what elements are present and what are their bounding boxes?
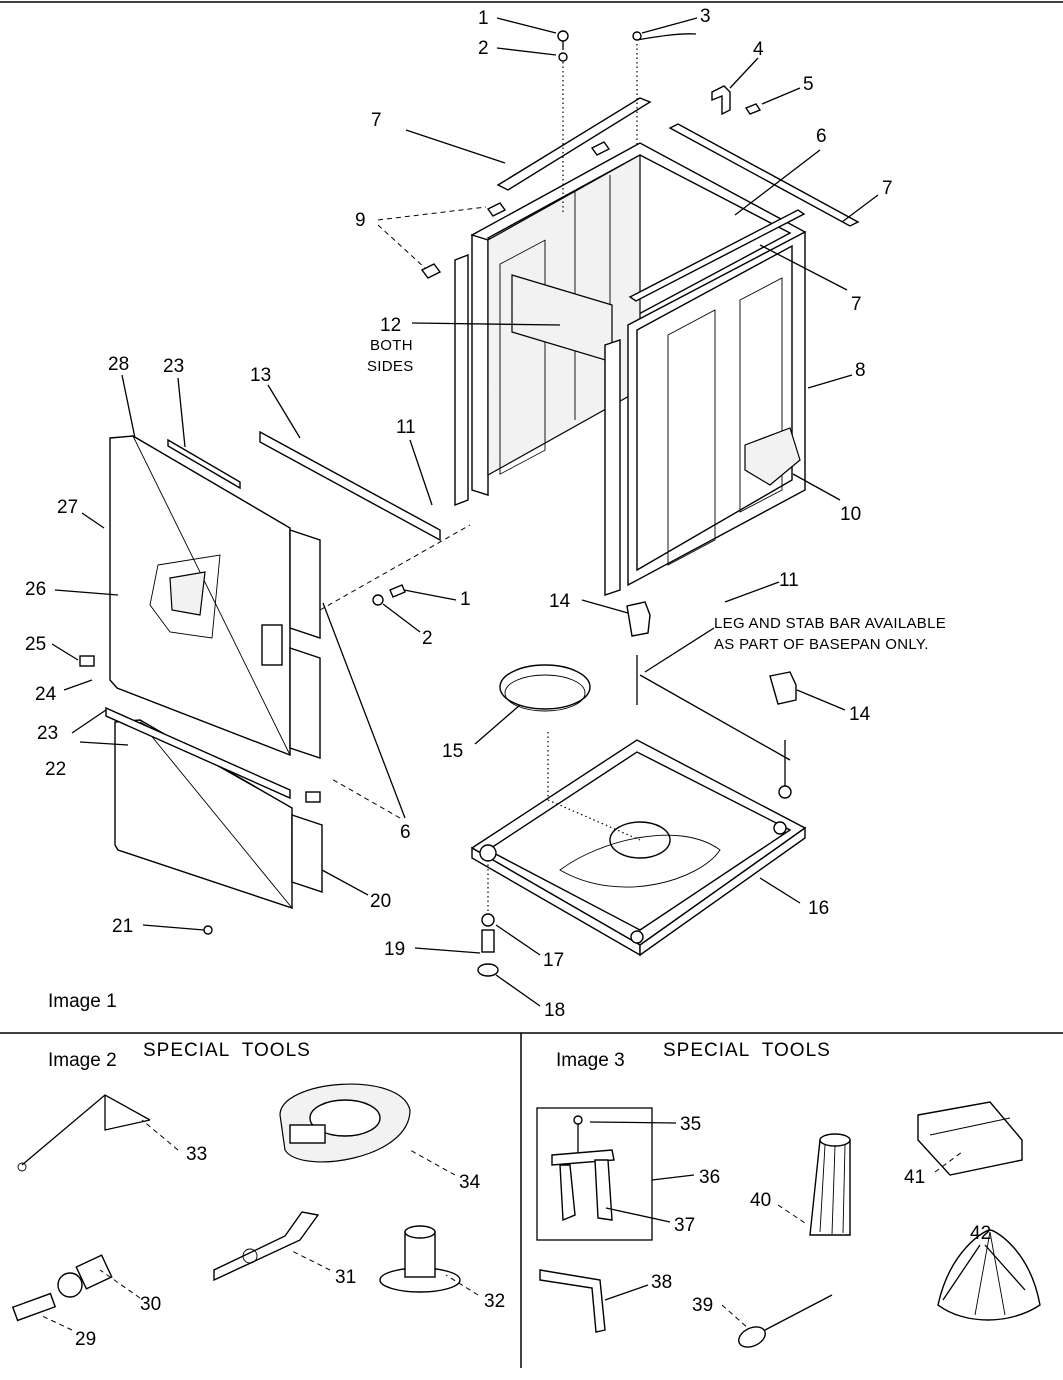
panel-captions: Image 1 Image 2 SPECIAL TOOLS Image 3 SP… (48, 991, 831, 1071)
callout-39: 39 (692, 1295, 713, 1316)
callout-1: 1 (478, 8, 489, 29)
callout-14: 14 (849, 704, 871, 725)
cabinet-frame (470, 142, 807, 587)
callout-3: 3 (700, 6, 711, 27)
tool-34-spanner-ring (279, 1083, 411, 1163)
note-basepan-line1: LEG AND STAB BAR AVAILABLE (714, 615, 946, 632)
tub-ring-15 (499, 664, 591, 712)
callout-13: 13 (250, 365, 271, 386)
callout-22: 22 (45, 759, 66, 780)
leveling-leg-hardware (477, 860, 499, 977)
callout-17: 17 (543, 950, 564, 971)
door-strike-and-clips (79, 524, 471, 935)
callout-7: 7 (371, 110, 382, 131)
toe-panel-22 (105, 438, 323, 910)
tool-39-screwdriver (738, 1294, 833, 1348)
callout-25: 25 (25, 634, 46, 655)
callout-19: 19 (384, 939, 405, 960)
callout-38: 38 (651, 1272, 672, 1293)
tool-38-bracket (539, 1269, 606, 1333)
callout-41: 41 (904, 1167, 925, 1188)
tool-29-30-adapter (11, 1254, 113, 1322)
callout-1: 1 (460, 589, 471, 610)
callout-26: 26 (25, 579, 46, 600)
front-vertical-channels (454, 253, 621, 596)
callout-23: 23 (163, 356, 184, 377)
tool-36-puller-box (536, 1107, 653, 1241)
callout-23: 23 (37, 723, 58, 744)
leg-and-stab-bar (626, 601, 797, 799)
callout-36: 36 (699, 1167, 720, 1188)
tool-40-filter (809, 1133, 851, 1236)
note-both-sides-line2: SIDES (367, 358, 414, 375)
note-both-sides-line1: BOTH (370, 337, 413, 354)
callout-31: 31 (335, 1267, 356, 1288)
callout-29: 29 (75, 1329, 96, 1350)
callout-11: 11 (396, 417, 416, 438)
callout-9: 9 (355, 210, 366, 231)
callout-2: 2 (422, 628, 433, 649)
callout-8: 8 (855, 360, 866, 381)
callout-37: 37 (674, 1215, 695, 1236)
image-1-caption: Image 1 (48, 991, 117, 1012)
callout-33: 33 (186, 1144, 207, 1165)
tool-32-hub (379, 1225, 461, 1293)
callout-21: 21 (112, 916, 133, 937)
callout-12: 12 (380, 315, 401, 336)
callout-5: 5 (803, 74, 814, 95)
callout-10: 10 (840, 504, 861, 525)
image-3-title: SPECIAL TOOLS (663, 1040, 831, 1061)
tool-31-wrench (213, 1211, 320, 1282)
callout-42: 42 (970, 1223, 991, 1244)
leader-lines (39, 17, 1026, 1331)
callout-24: 24 (35, 684, 57, 705)
callout-4: 4 (753, 39, 764, 60)
callout-numbers: 1 2 3 4 5 6 7 7 7 8 9 10 11 11 12 13 14 … (25, 6, 991, 1350)
callout-16: 16 (808, 898, 829, 919)
note-basepan-line2: AS PART OF BASEPAN ONLY. (714, 636, 929, 653)
callout-35: 35 (680, 1114, 701, 1135)
image-3-caption: Image 3 (556, 1050, 625, 1071)
callout-20: 20 (370, 891, 391, 912)
callout-2: 2 (478, 38, 489, 59)
basepan-16 (470, 732, 807, 957)
fasteners-top (557, 30, 762, 215)
front-panel-27 (109, 430, 441, 759)
tool-41-gauge (917, 1101, 1023, 1176)
callout-32: 32 (484, 1291, 505, 1312)
callout-18: 18 (544, 1000, 565, 1021)
callout-27: 27 (57, 497, 78, 518)
callout-6: 6 (400, 822, 411, 843)
callout-40: 40 (750, 1190, 771, 1211)
image-2-caption: Image 2 (48, 1050, 117, 1071)
callout-30: 30 (140, 1294, 161, 1315)
image-2-title: SPECIAL TOOLS (143, 1040, 311, 1061)
callout-14: 14 (549, 591, 571, 612)
callout-34: 34 (459, 1172, 481, 1193)
callout-15: 15 (442, 741, 463, 762)
callout-6: 6 (816, 126, 827, 147)
top-rails (420, 97, 860, 302)
callout-28: 28 (108, 354, 129, 375)
tool-33 (17, 1094, 151, 1172)
callout-7: 7 (851, 294, 862, 315)
callout-7: 7 (882, 178, 893, 199)
notes: BOTH SIDES LEG AND STAB BAR AVAILABLE AS… (367, 337, 946, 653)
callout-11: 11 (779, 570, 799, 591)
tool-42-agitator-cap (937, 1229, 1041, 1321)
